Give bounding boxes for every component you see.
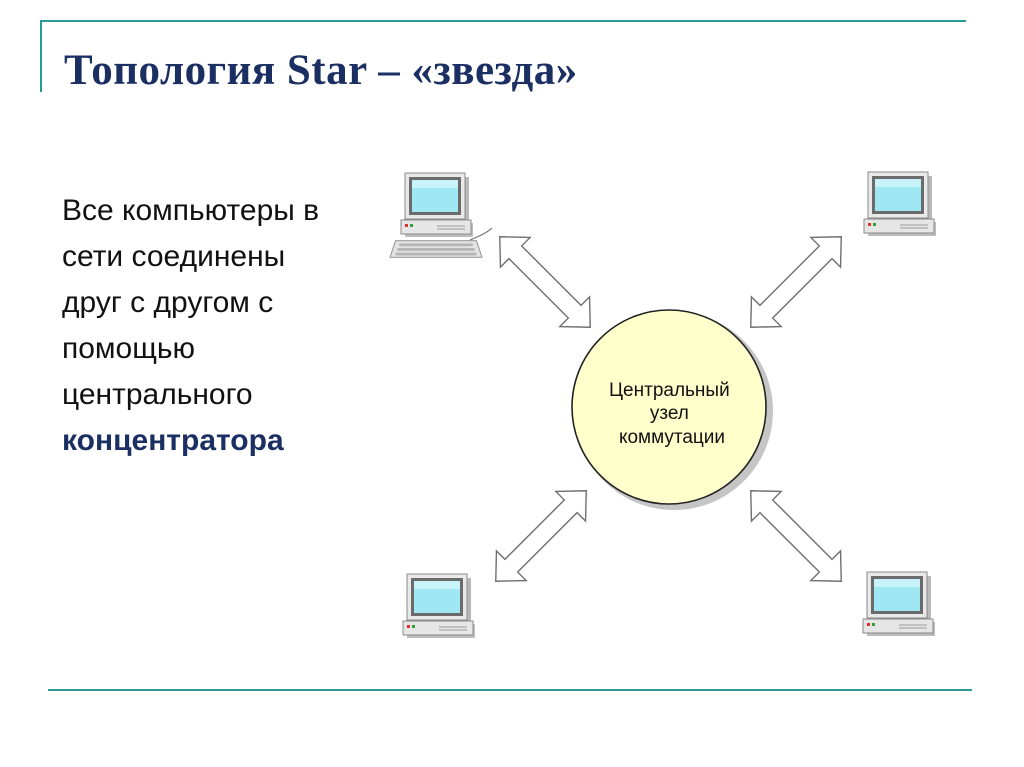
desktop-computer-icon <box>402 573 476 639</box>
description-line: сети соединены <box>62 240 286 273</box>
double-arrow-icon <box>735 475 857 597</box>
computer-bottom-right <box>862 571 936 637</box>
desktop-computer-icon <box>863 171 937 237</box>
svg-text:Центральный узел к: Центральный узел коммутации <box>609 380 735 448</box>
description-line: помощью <box>62 332 196 365</box>
description-line: друг с другом с <box>62 286 274 319</box>
slide-description: Все компьютеры в сети соединены друг с д… <box>62 188 392 464</box>
double-arrow-icon <box>735 221 857 343</box>
double-arrow-icon <box>484 221 606 343</box>
slide-title: Топология Star – «звезда» <box>64 47 578 94</box>
description-line: центрального <box>62 378 253 411</box>
title-rule-top <box>40 20 966 22</box>
keyboard-icon <box>389 240 483 258</box>
hub-label-line: узел <box>650 403 689 424</box>
desktop-computer-icon <box>862 571 936 637</box>
description-accent: концентратора <box>62 424 284 457</box>
central-hub: Центральный узел коммутации <box>571 309 773 510</box>
desktop-computer-icon <box>400 172 474 238</box>
title-rule-vertical <box>40 20 42 92</box>
computer-top-right <box>863 171 937 237</box>
footer-rule <box>48 689 972 691</box>
hub-label-line: коммутации <box>619 427 725 448</box>
hub-label-line: Центральный <box>609 380 730 401</box>
computer-top-left <box>389 172 493 258</box>
double-arrow-icon <box>480 475 602 597</box>
description-line: Все компьютеры в <box>62 194 320 227</box>
computer-bottom-left <box>402 573 476 639</box>
